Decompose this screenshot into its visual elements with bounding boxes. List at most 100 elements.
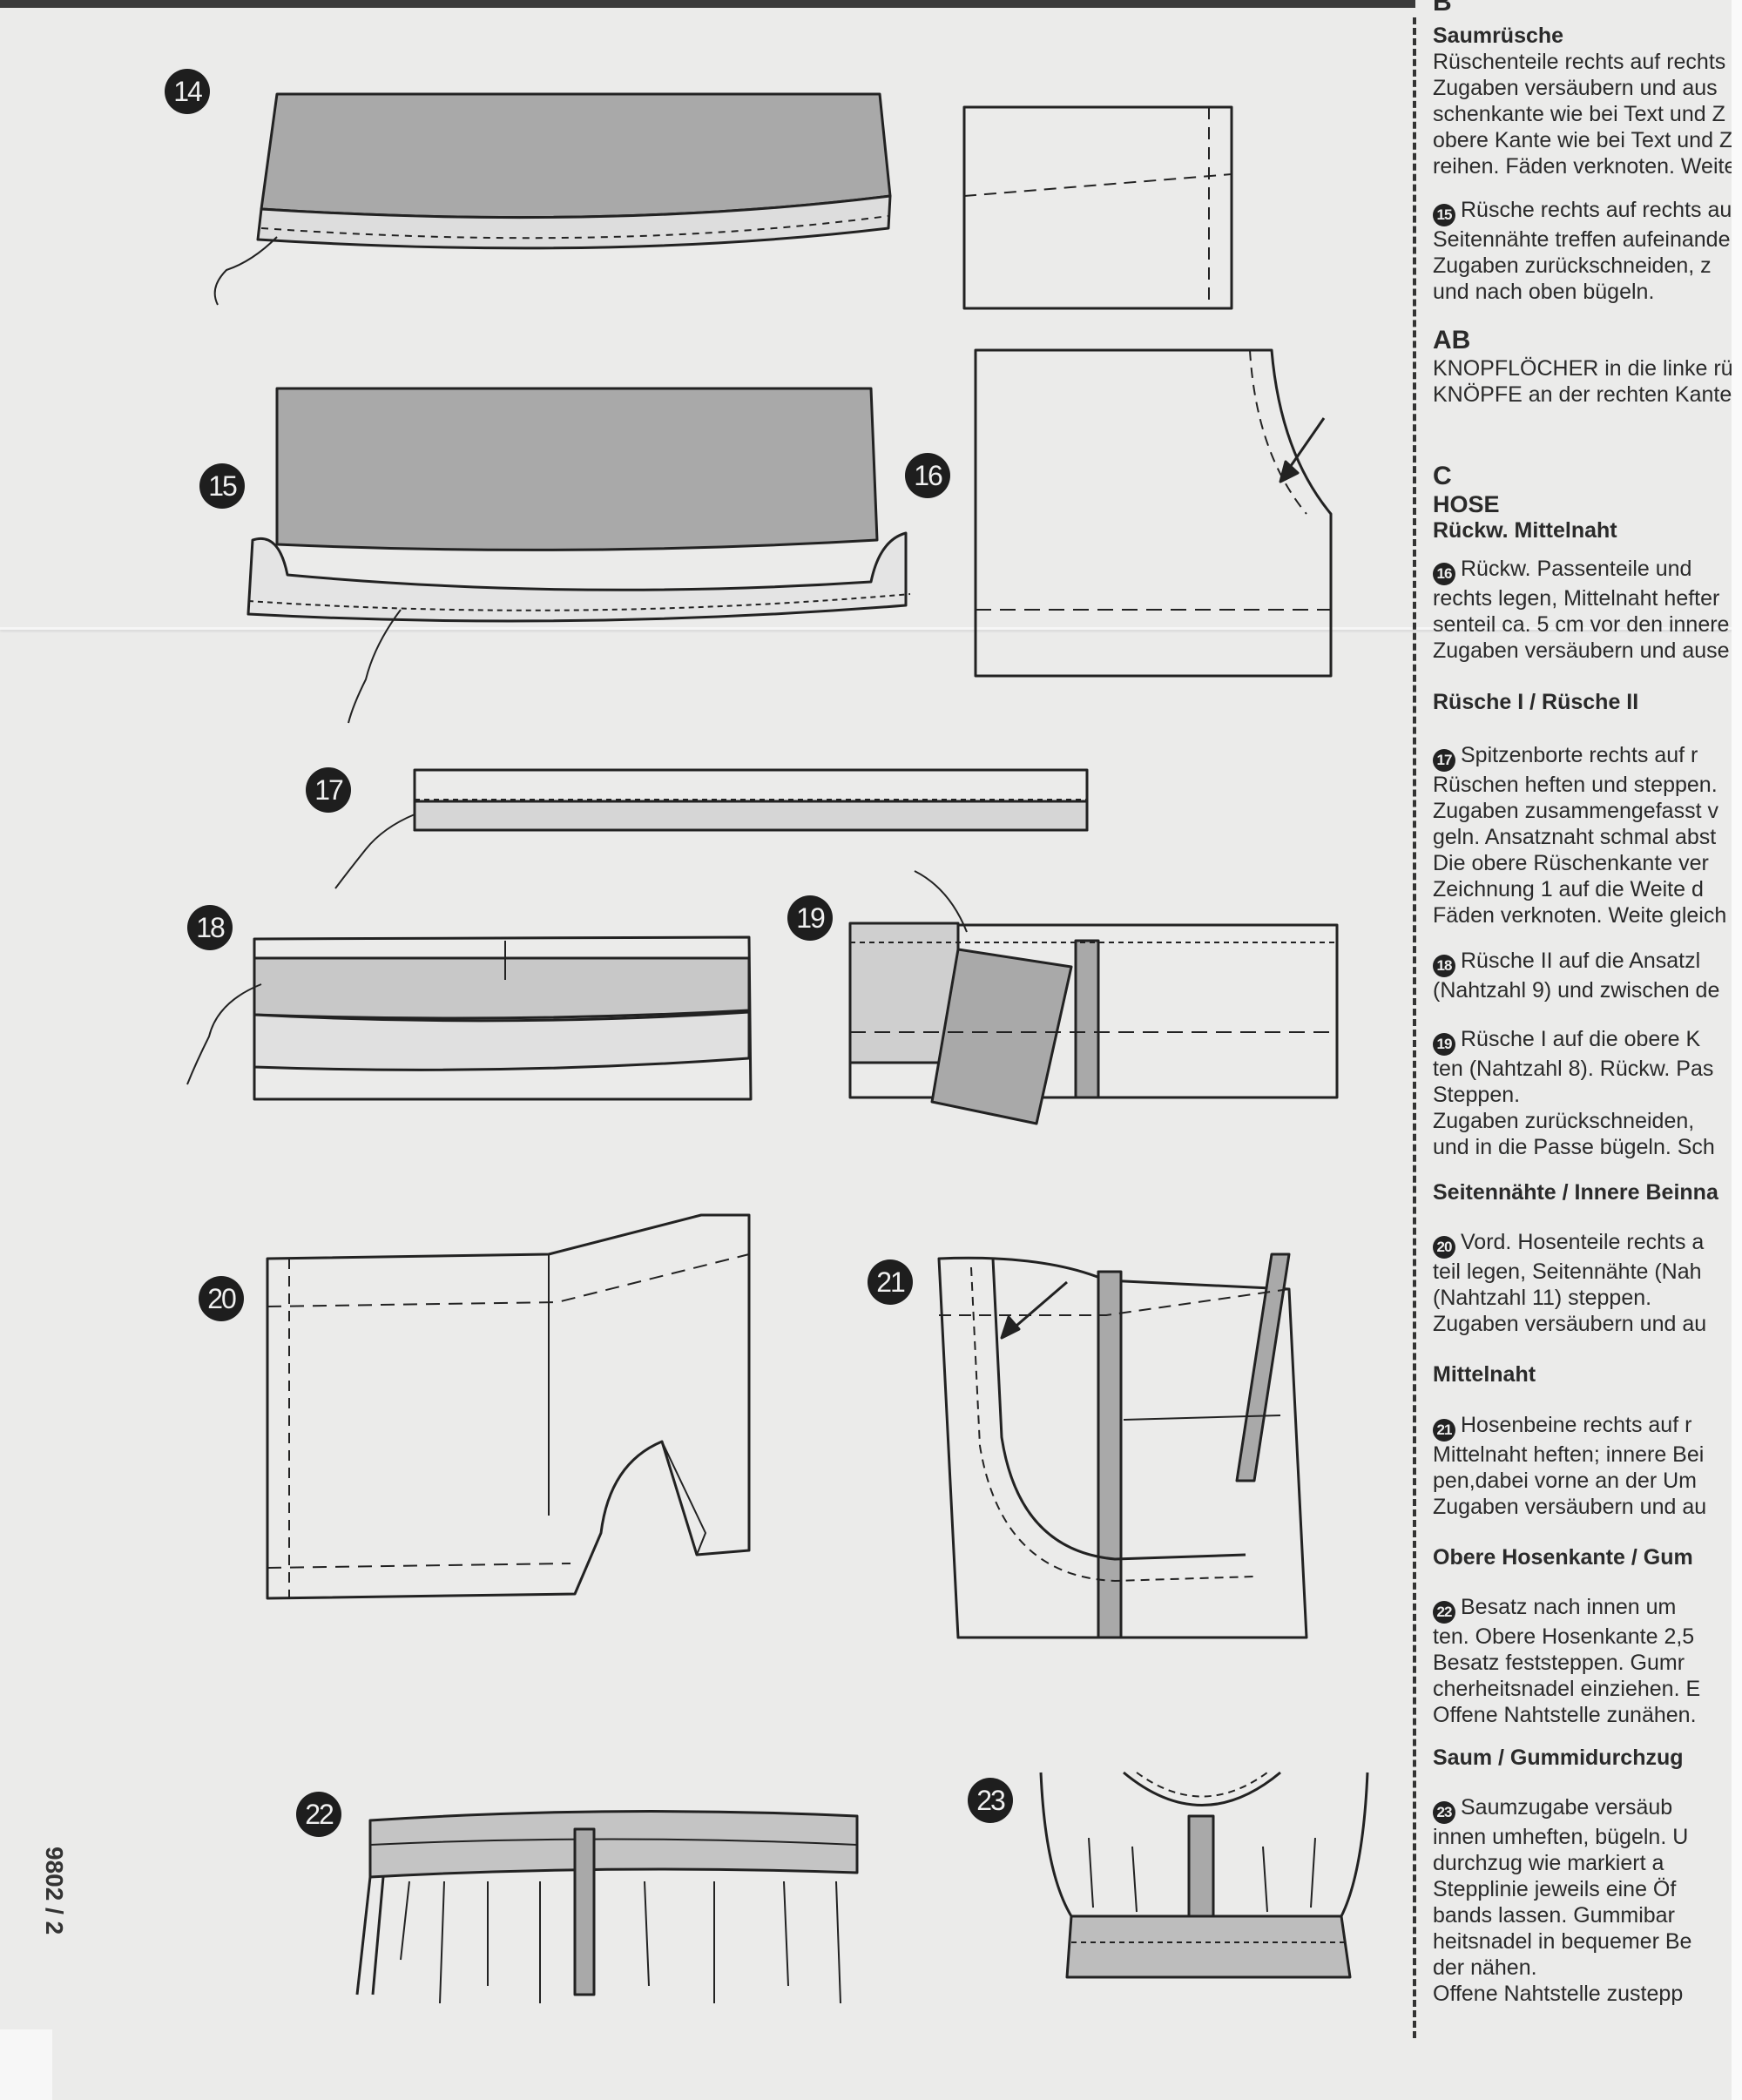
saumruesche-block: Saumrüsche Rüschenteile rechts auf recht… (1433, 23, 1732, 179)
illustration-23 (1039, 1771, 1369, 1979)
step-22-text: 22 Besatz nach innen um ten. Obere Hosenk… (1433, 1594, 1700, 1728)
section-heading: Saumrüsche (1433, 24, 1564, 48)
section-heading: Rückw. Mittelnaht (1433, 518, 1617, 543)
text-line: teil legen, Seitennähte (Nah (1433, 1259, 1702, 1284)
text-line: reihen. Fäden verknoten. Weite (1433, 154, 1732, 179)
step-15-text: 15 Rüsche rechts auf rechts au Seitennäht… (1433, 197, 1732, 305)
text-line: Vord. Hosenteile rechts a (1461, 1230, 1705, 1254)
text-line: durchzug wie markiert a (1433, 1851, 1664, 1875)
text-line: (Nahtzahl 9) und zwischen de (1433, 978, 1720, 1003)
section-heading: Obere Hosenkante / Gum (1433, 1545, 1693, 1570)
text-line: Offene Nahtstelle zunähen. (1433, 1703, 1697, 1727)
cut-line-divider (1413, 17, 1416, 2038)
text-line: Spitzenborte rechts auf r (1461, 743, 1698, 767)
step-number-14: 14 (165, 69, 210, 114)
text-line: Zugaben versäubern und ause (1433, 638, 1730, 663)
text-line: Rüschen heften und steppen. (1433, 773, 1718, 797)
text-line: (Nahtzahl 11) steppen. (1433, 1286, 1652, 1310)
illustration-21 (937, 1253, 1308, 1639)
step-number-17: 17 (306, 767, 351, 813)
text-line: Mittelnaht heften; innere Bei (1433, 1442, 1705, 1467)
step-badge: 16 (1433, 563, 1455, 585)
text-line: Die obere Rüschenkante ver (1433, 851, 1709, 875)
instructions-column: B Saumrüsche Rüschenteile rechts auf rec… (1433, 0, 1732, 2100)
text-line: Hosenbeine rechts auf r (1461, 1413, 1692, 1437)
text-line: und in die Passe bügeln. Sch (1433, 1135, 1715, 1159)
section-heading: Mittelnaht (1433, 1362, 1536, 1387)
section-label-ab: AB (1433, 326, 1471, 355)
text-line: Besatz nach innen um (1461, 1595, 1677, 1619)
section-title: HOSE (1433, 491, 1500, 517)
text-line: Seitennähte treffen aufeinande (1433, 227, 1731, 252)
text-line: Stepplinie jeweils eine Öf (1433, 1877, 1677, 1901)
text-line: pen,dabei vorne an der Um (1433, 1469, 1697, 1493)
text-line: KNÖPFE an der rechten Kante (1433, 382, 1732, 407)
section-heading: Rüsche I / Rüsche II (1433, 690, 1639, 714)
illustration-22 (355, 1810, 859, 2004)
text-line: heitsnadel in bequemer Be (1433, 1929, 1692, 1954)
text-line: Rüsche II auf die Ansatzl (1461, 949, 1701, 973)
text-line: Zugaben zurückschneiden, z (1433, 253, 1712, 278)
step-badge: 20 (1433, 1236, 1455, 1259)
illustration-18 (186, 935, 753, 1101)
step-badge: 21 (1433, 1419, 1455, 1442)
step-number-23: 23 (968, 1778, 1013, 1823)
step-16-text: 16 Rückw. Passenteile und rechts legen, M… (1433, 556, 1730, 664)
step-number-20: 20 (199, 1276, 244, 1321)
step-number-18: 18 (187, 905, 233, 950)
text-line: Fäden verknoten. Weite gleich (1433, 903, 1727, 928)
text-line: geln. Ansatznaht schmal abst (1433, 825, 1717, 849)
text-line: Steppen. (1433, 1083, 1521, 1107)
section-label-c: C (1433, 462, 1452, 490)
section-heading: Seitennähte / Innere Beinna (1433, 1180, 1718, 1205)
text-line: Besatz feststeppen. Gumr (1433, 1651, 1685, 1675)
text-line: Zeichnung 1 auf die Weite d (1433, 877, 1704, 901)
text-line: ten (Nahtzahl 8). Rückw. Pas (1433, 1057, 1714, 1081)
text-line: senteil ca. 5 cm vor den innere (1433, 612, 1730, 637)
text-line: Rüsche rechts auf rechts au (1461, 198, 1732, 222)
page-corner (0, 2029, 52, 2100)
text-line: Zugaben versäubern und aus (1433, 76, 1718, 100)
text-line: cherheitsnadel einziehen. E (1433, 1677, 1701, 1701)
c-block: C HOSE Rückw. Mittelnaht (1433, 462, 1617, 544)
step-badge: 18 (1433, 955, 1455, 977)
illustration-17 (334, 768, 1089, 889)
ab-block: AB KNOPFLÖCHER in die linke rü KNÖPFE an… (1433, 326, 1732, 408)
text-line: KNOPFLÖCHER in die linke rü (1433, 356, 1732, 381)
step-17-text: 17 Spitzenborte rechts auf r Rüschen heft… (1433, 742, 1726, 928)
text-line: obere Kante wie bei Text und Z (1433, 128, 1732, 152)
step-badge: 17 (1433, 749, 1455, 772)
illustration-15 (246, 387, 911, 724)
illustration-14 (213, 92, 892, 306)
illustration-pattern-piece (962, 105, 1233, 310)
step-20-text: 20 Vord. Hosenteile rechts a teil legen, … (1433, 1229, 1706, 1337)
section-label-b: B (1433, 0, 1452, 17)
illustration-19 (848, 870, 1339, 1125)
text-line: Rückw. Passenteile und (1461, 557, 1692, 581)
text-line: bands lassen. Gummibar (1433, 1903, 1675, 1928)
illustration-20 (266, 1213, 751, 1600)
step-18-text: 18 Rüsche II auf die Ansatzl (Nahtzahl 9)… (1433, 948, 1719, 1003)
text-line: schenkante wie bei Text und Z (1433, 102, 1725, 126)
top-edge-bar (0, 0, 1415, 8)
text-line: Rüschenteile rechts auf rechts (1433, 50, 1726, 74)
step-number-16: 16 (905, 453, 950, 498)
illustration-16 (974, 348, 1333, 678)
page-edge (1732, 0, 1742, 2100)
text-line: rechts legen, Mittelnaht hefter (1433, 586, 1720, 611)
step-badge: 15 (1433, 204, 1455, 226)
text-line: der nähen. (1433, 1955, 1537, 1980)
step-badge: 19 (1433, 1033, 1455, 1056)
text-line: Zugaben zurückschneiden, (1433, 1109, 1695, 1133)
paper-fold (0, 627, 1733, 630)
text-line: Saumzugabe versäub (1461, 1795, 1673, 1820)
text-line: Zugaben zusammengefasst v (1433, 799, 1718, 823)
text-line: innen umheften, bügeln. U (1433, 1825, 1689, 1849)
illustrations (186, 92, 1369, 2004)
step-number-21: 21 (868, 1259, 913, 1305)
section-heading: Saum / Gummidurchzug (1433, 1745, 1684, 1770)
text-line: ten. Obere Hosenkante 2,5 (1433, 1624, 1695, 1649)
step-number-15: 15 (199, 463, 245, 509)
step-badge: 22 (1433, 1601, 1455, 1624)
